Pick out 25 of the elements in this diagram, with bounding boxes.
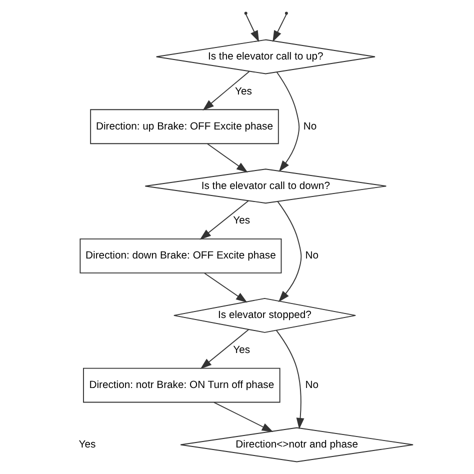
edge-label: Yes <box>234 86 252 98</box>
node-box: Direction: down Brake: OFF Excite phase <box>79 238 282 274</box>
label: Yes <box>78 439 96 450</box>
arrow <box>276 72 300 172</box>
arrow <box>244 14 259 42</box>
node-box: Direction: up Brake: OFF Excite phase <box>90 109 278 144</box>
node-box: Direction: notr Brake: ON Turn off phase <box>82 368 280 403</box>
edge-label: Yes <box>232 344 250 356</box>
arrow <box>200 329 249 370</box>
arrow <box>276 200 302 302</box>
arrow <box>213 402 273 432</box>
edge-label: Yes <box>232 216 250 227</box>
node-diamond: Direction<>notr and phase <box>180 427 414 462</box>
edge-label: No <box>302 121 316 132</box>
arrow <box>199 200 248 240</box>
node-diamond: Is the elevator call to down? <box>144 168 386 204</box>
node-diamond: Is the elevator call to up? <box>155 39 375 74</box>
arrow <box>275 330 304 430</box>
arrow <box>206 143 248 173</box>
arrow <box>204 272 247 303</box>
edge-label: No <box>304 380 318 391</box>
arrow <box>272 14 286 42</box>
node-diamond: Is elevator stopped? <box>172 298 356 333</box>
edge-label: No <box>304 250 318 262</box>
arrow <box>202 71 250 110</box>
